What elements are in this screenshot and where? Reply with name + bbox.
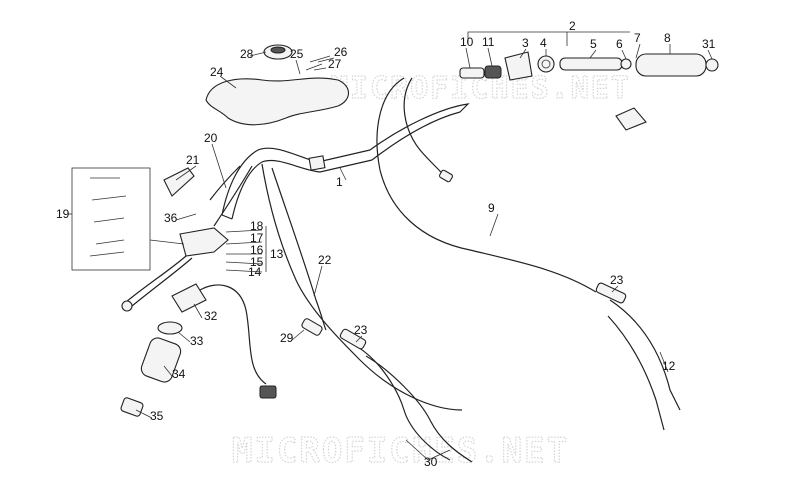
callout-4: 4	[540, 36, 547, 50]
callout-labels: 1 2 3 4 5 6 7 8 9 10 11 12 13 14 15 16 1…	[56, 19, 716, 469]
throttle-grip-assembly	[459, 31, 719, 131]
callout-6: 6	[616, 37, 623, 51]
callout-17: 17	[250, 231, 264, 245]
callout-2: 2	[569, 19, 576, 33]
callout-31: 31	[702, 37, 716, 51]
callout-21: 21	[186, 153, 200, 167]
handlebar	[221, 103, 470, 220]
callout-27: 27	[328, 57, 342, 71]
callout-18: 18	[250, 219, 264, 233]
callout-32: 32	[204, 309, 218, 323]
callout-16: 16	[250, 243, 264, 257]
callout-19: 19	[56, 207, 70, 221]
callout-13: 13	[270, 247, 284, 261]
callout-30: 30	[424, 455, 438, 469]
callout-25: 25	[290, 47, 304, 61]
watermark-bottom: MICROFICHES.NET	[232, 431, 569, 471]
callout-3: 3	[522, 36, 529, 50]
callout-1: 1	[336, 175, 343, 189]
callout-11: 11	[482, 35, 495, 49]
leader-lines	[68, 43, 713, 461]
callout-15: 15	[250, 255, 264, 269]
callout-26: 26	[334, 45, 348, 59]
callout-23-right: 23	[610, 273, 624, 287]
callout-22: 22	[318, 253, 332, 267]
callout-5: 5	[590, 37, 597, 51]
callout-34: 34	[172, 367, 186, 381]
callout-7: 7	[634, 31, 641, 45]
callout-8: 8	[664, 31, 671, 45]
callout-9: 9	[488, 201, 495, 215]
callout-20: 20	[204, 131, 218, 145]
left-control-assembly	[71, 167, 229, 417]
callout-12: 12	[662, 359, 676, 373]
callout-36: 36	[164, 211, 178, 225]
callout-29: 29	[280, 331, 294, 345]
callout-33: 33	[190, 334, 204, 348]
callout-24: 24	[210, 65, 224, 79]
callout-28: 28	[240, 47, 254, 61]
fairing-cover	[205, 44, 350, 126]
callout-23-left: 23	[354, 323, 368, 337]
callout-35: 35	[150, 409, 164, 423]
cables	[199, 77, 681, 463]
callout-10: 10	[460, 35, 474, 49]
